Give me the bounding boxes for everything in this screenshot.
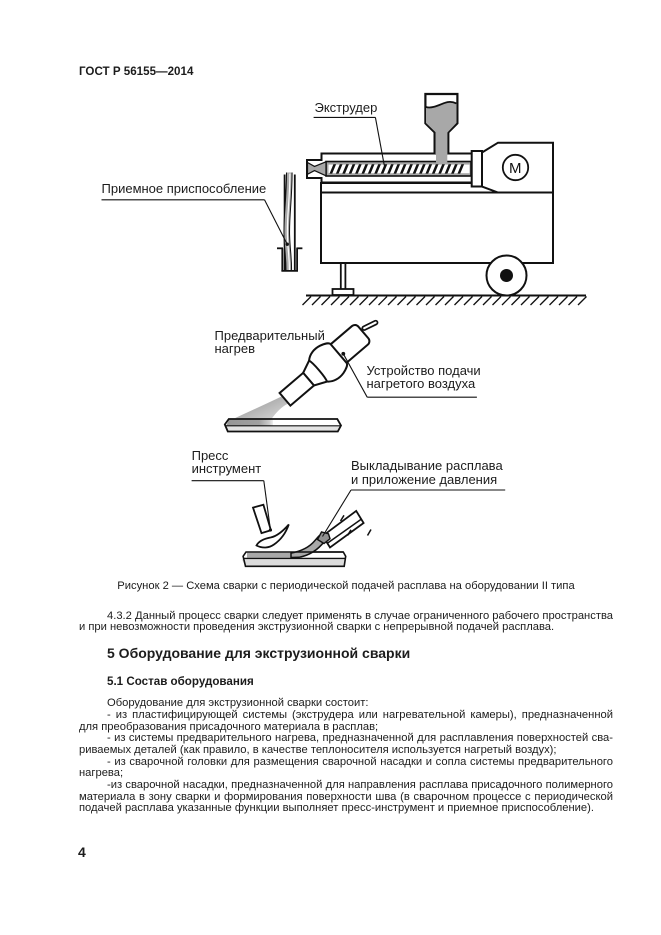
- svg-text:М: М: [509, 160, 522, 177]
